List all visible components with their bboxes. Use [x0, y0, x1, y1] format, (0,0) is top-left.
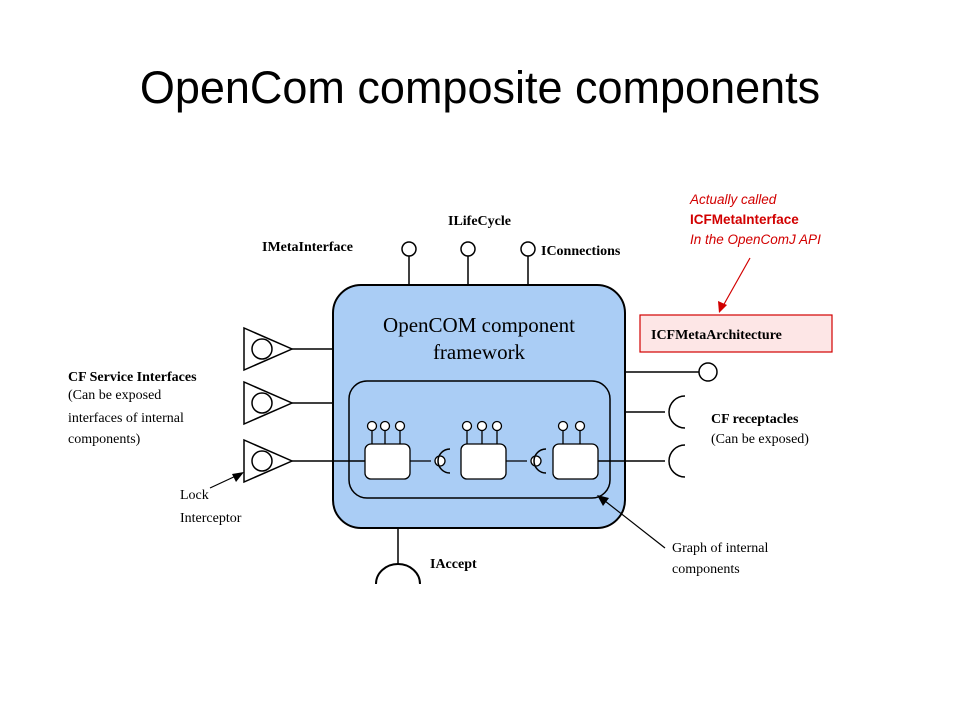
icfmetaarchitecture-lollipop-icon: [698, 362, 718, 382]
icfmetaarchitecture-label: ICFMetaArchitecture: [651, 328, 782, 343]
graph-arrow-icon: [597, 495, 666, 549]
iconnections-label: IConnections: [541, 244, 621, 259]
top-interfaces: [401, 241, 536, 285]
lock-arrow-icon: [209, 472, 244, 489]
imetainterface-lollipop-icon: [401, 241, 417, 257]
internal-receptacle-icons: [437, 448, 547, 474]
slide-title: OpenCom composite components: [139, 62, 821, 113]
note-line1: Actually called: [690, 192, 777, 207]
note-line3: In the OpenComJ API: [690, 232, 821, 247]
ilifecycle-lollipop-icon: [460, 241, 476, 257]
service-interfaces-heading: CF Service Interfaces: [68, 370, 197, 385]
framework-label-line1: OpenCOM component: [383, 313, 575, 337]
service-interfaces-line3: components): [68, 432, 141, 447]
lock-label-line2: Interceptor: [180, 511, 242, 526]
iaccept-label: IAccept: [430, 557, 477, 572]
graph-label-line1: Graph of internal: [672, 541, 769, 556]
inner-graph-box: [348, 380, 611, 499]
iaccept-receptacle-icon: [375, 563, 421, 585]
graph-label-line2: components: [672, 562, 740, 577]
imetainterface-label: IMetaInterface: [262, 240, 353, 255]
note-arrow-icon: [718, 257, 751, 313]
internal-components: [364, 420, 599, 480]
note-line2: ICFMetaInterface: [690, 212, 799, 227]
internal-component-3: [552, 443, 599, 480]
internal-component-1: [364, 443, 411, 480]
iconnections-lollipop-icon: [520, 241, 536, 257]
service-interface-icons: [243, 326, 366, 484]
lock-label-line1: Lock: [180, 488, 209, 503]
service-interfaces-line2: interfaces of internal: [68, 411, 184, 426]
internal-component-2: [460, 443, 507, 480]
receptacles-heading: CF receptacles: [711, 412, 799, 427]
api-name-note: Actually called ICFMetaInterface In the …: [690, 190, 821, 250]
icfmetaarchitecture-box: [639, 314, 833, 353]
framework-label-line2: framework: [433, 340, 526, 364]
cf-receptacle-icons: [598, 395, 686, 478]
ilifecycle-label: ILifeCycle: [448, 214, 511, 229]
service-interfaces-line1: (Can be exposed: [68, 388, 161, 403]
receptacles-sub: (Can be exposed): [711, 432, 809, 447]
